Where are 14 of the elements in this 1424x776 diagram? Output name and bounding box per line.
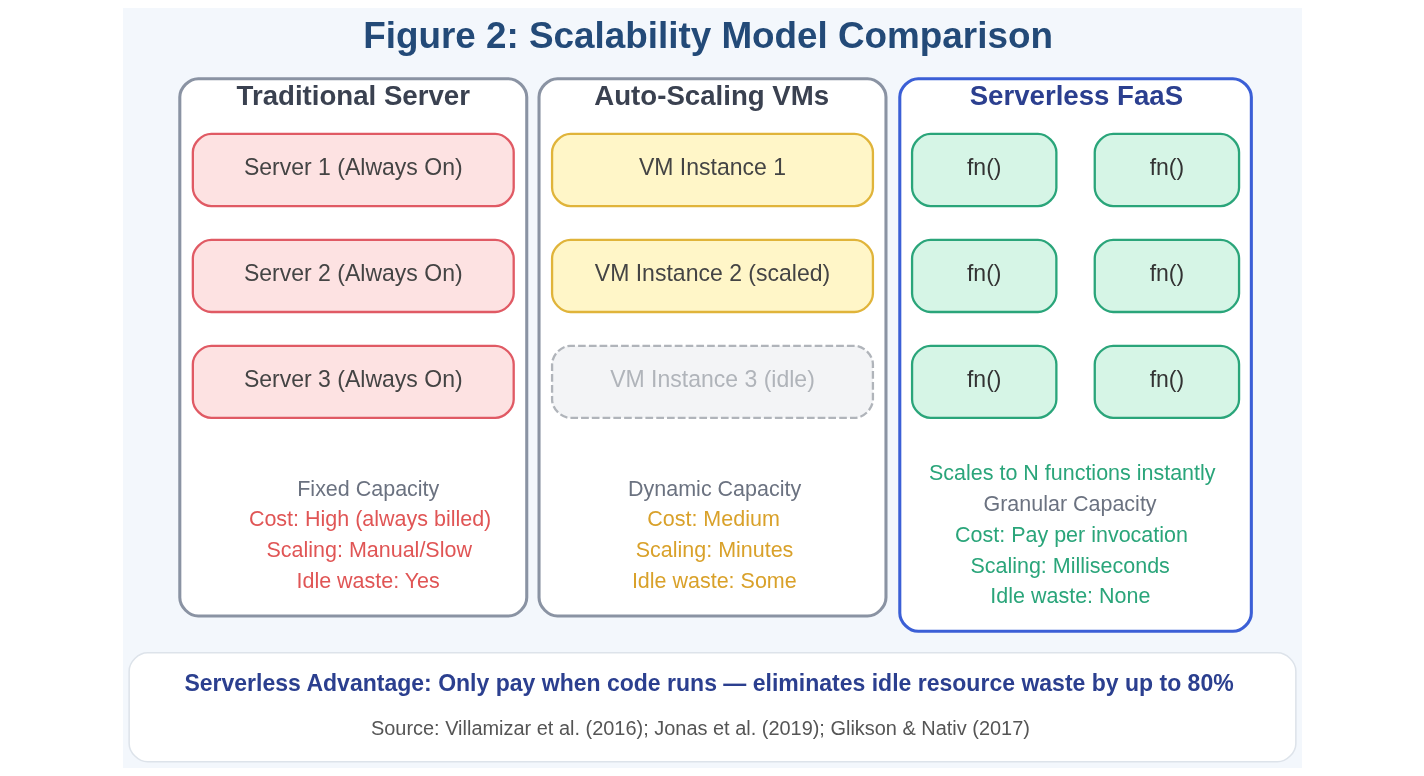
node-box: VM Instance 2 (scaled) (550, 238, 874, 314)
node-box: fn() (910, 238, 1058, 314)
node-box: Server 2 (Always On) (191, 238, 515, 314)
diagram-title: Figure 2: Scalability Model Comparison (362, 15, 1053, 57)
node-box: fn() (1093, 344, 1240, 420)
node-box: Serverless Advantage: Only pay when code runs — eliminates idle resource waste by up to 80% Source: Villamizar et al. (2016); Jonas et al. (2019); Glikson & Nativ (2017) (127, 652, 1297, 763)
node-box: VM Instance 3 (idle) (550, 344, 874, 420)
node-box: fn() (1093, 238, 1240, 314)
node-box: fn() (910, 132, 1058, 208)
node-box: Server 1 (Always On) (191, 132, 515, 208)
node-box: fn() (1093, 132, 1240, 208)
node-box: VM Instance 1 (550, 132, 874, 208)
node-box: Server 3 (Always On) (191, 344, 515, 420)
node-box: fn() (910, 344, 1058, 420)
